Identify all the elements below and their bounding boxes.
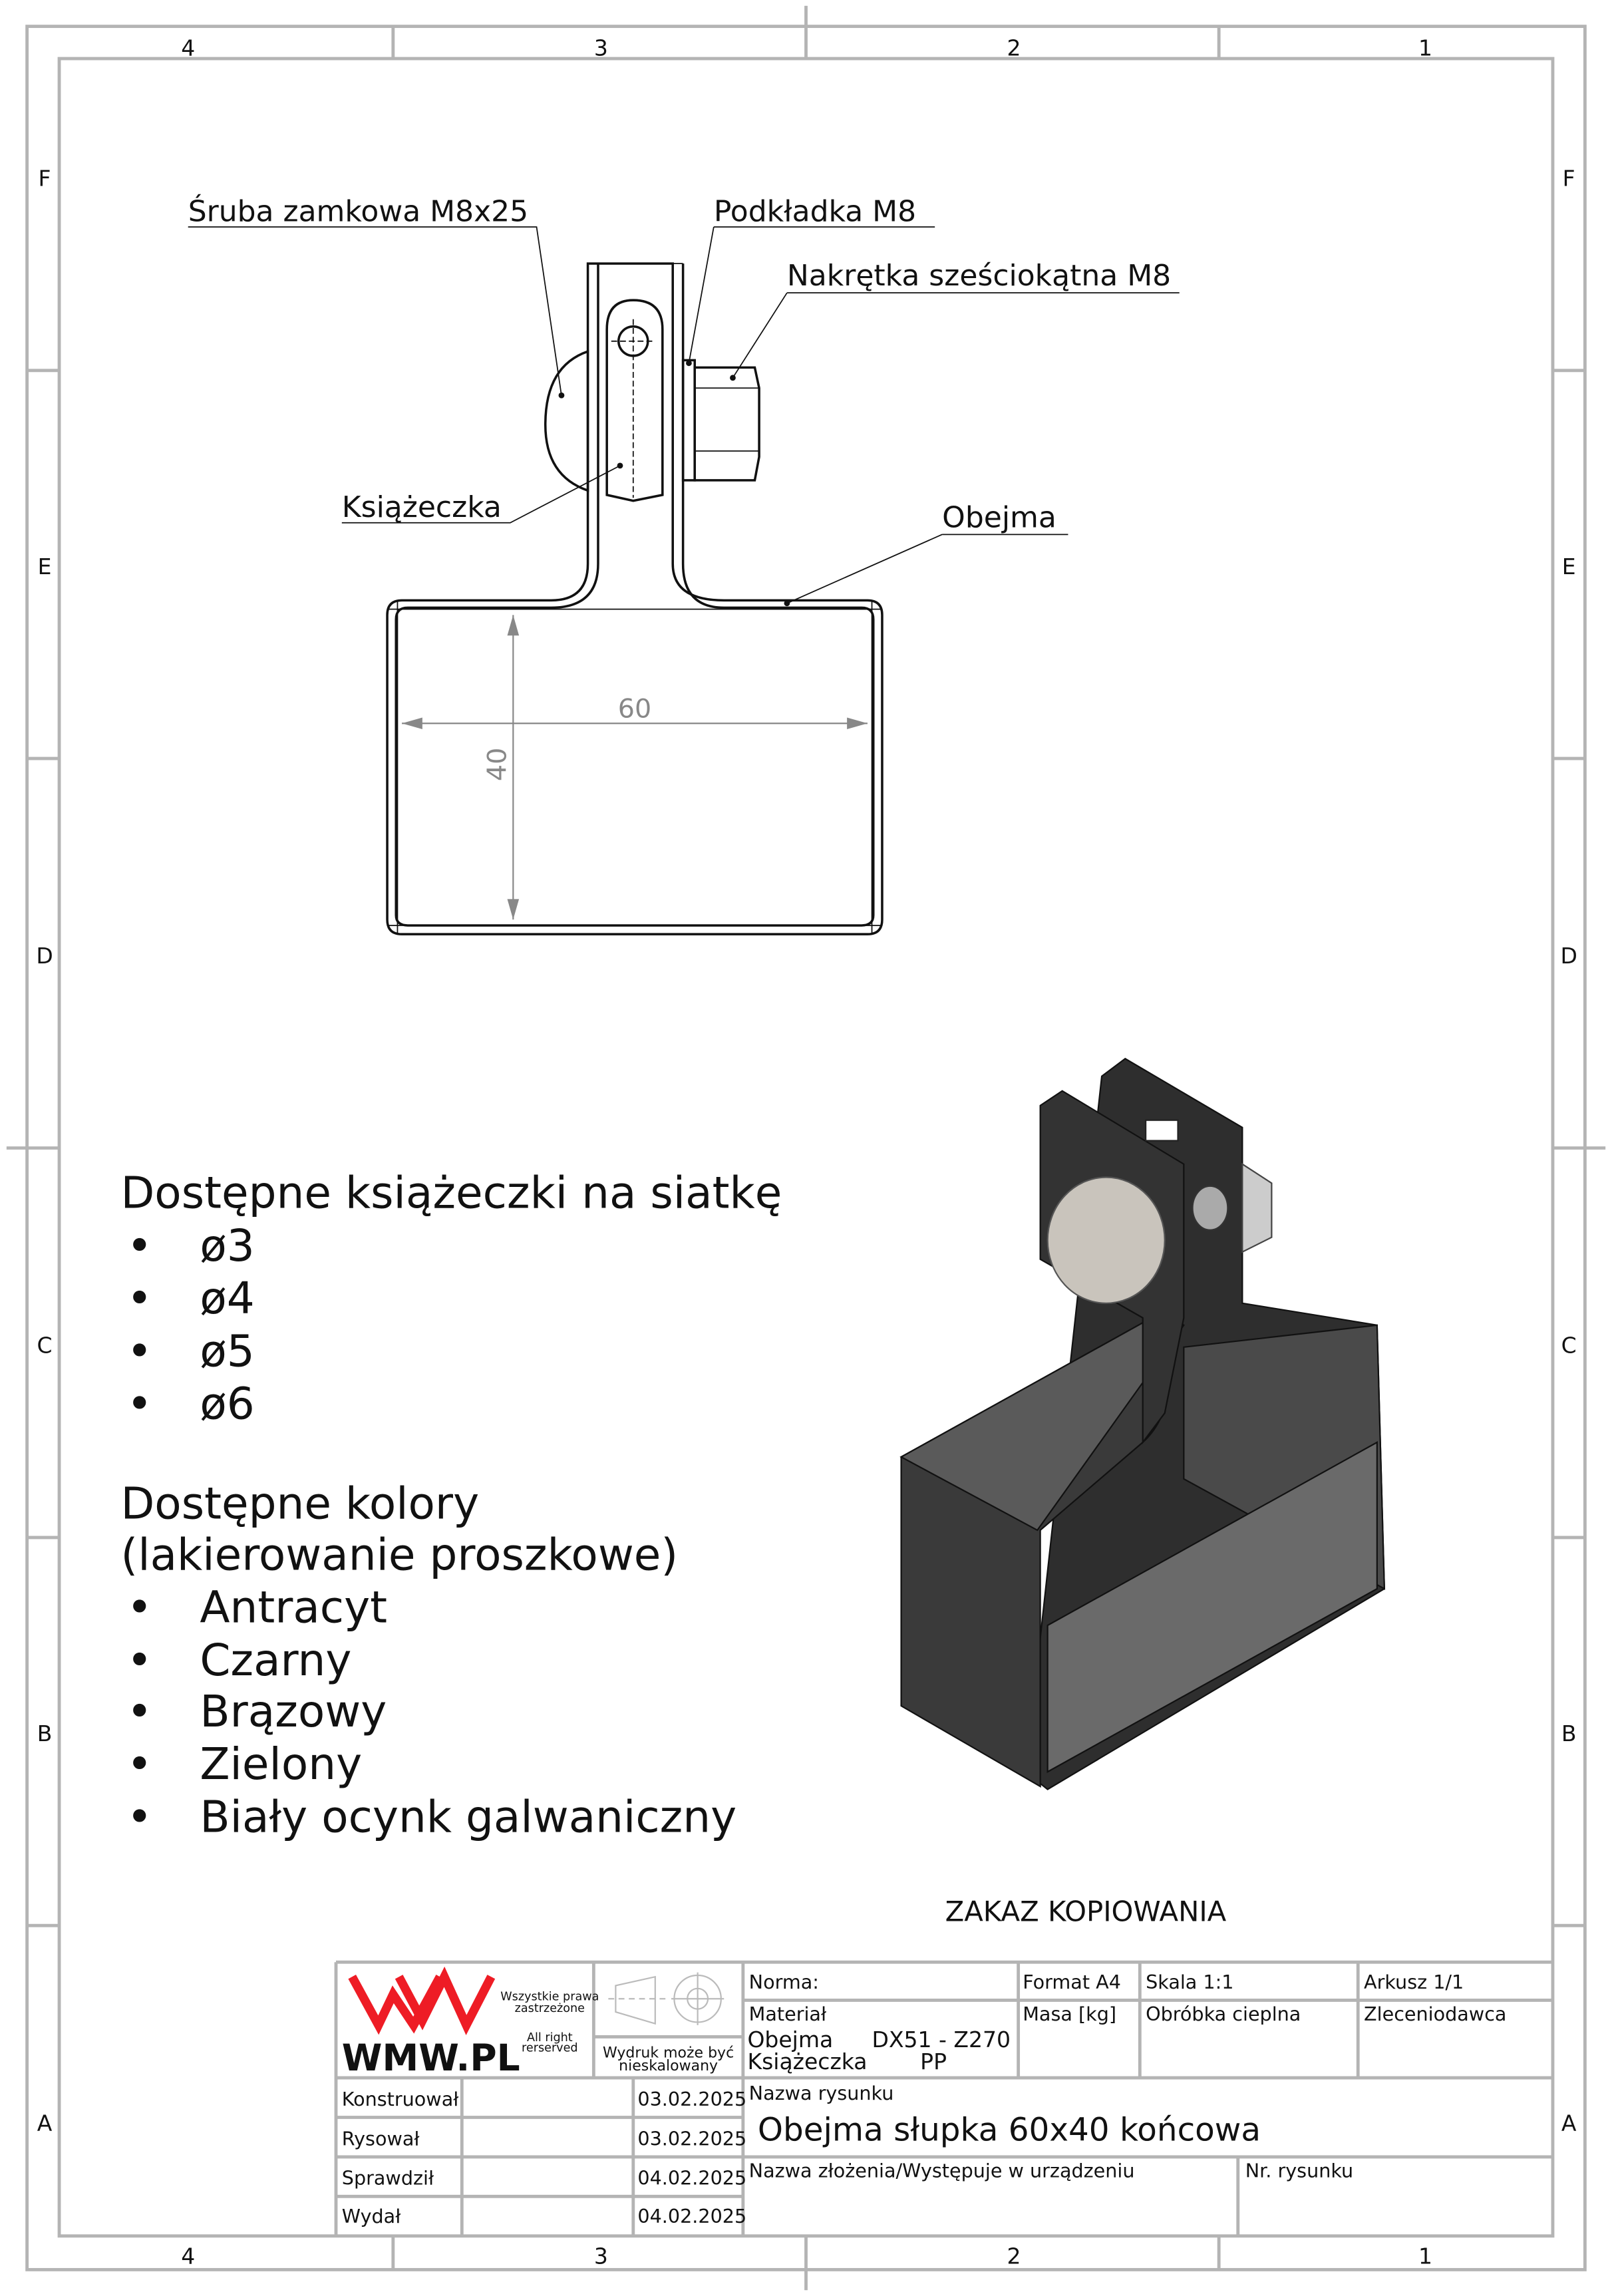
row-label: A xyxy=(37,2110,53,2136)
title-block: WMW.PL Wszystkie prawa zastrzeżone All r… xyxy=(334,1960,1553,2236)
row-label: A xyxy=(1561,2110,1577,2136)
booklet-size: ø6 xyxy=(200,1379,254,1430)
column-label: 4 xyxy=(181,35,195,61)
color-option: Czarny xyxy=(200,1635,351,1686)
bullet: • xyxy=(126,1686,152,1737)
column-label: 1 xyxy=(1418,2243,1432,2269)
mass-label: Masa [kg] xyxy=(1023,2003,1116,2025)
row-label: B xyxy=(37,1721,53,1746)
role-label: Konstruował xyxy=(342,2088,459,2110)
color-option: Biały ocynk galwaniczny xyxy=(200,1791,736,1842)
column-label: 3 xyxy=(594,2243,608,2269)
colors-title: Dostępne kolory xyxy=(120,1478,479,1529)
row-label: F xyxy=(39,166,51,192)
role-date: 04.02.2025 xyxy=(637,2205,746,2227)
row-label: C xyxy=(37,1333,53,1359)
front-view: 60 40 Śruba zamkowa M8x25 Podkładka M8 N… xyxy=(188,193,1180,935)
dimension-height: 40 xyxy=(482,748,512,781)
assembly-label: Nazwa złożenia/Występuje w urządzeniu xyxy=(749,2160,1135,2182)
company-logo: WMW.PL Wszystkie prawa zastrzeżone All r… xyxy=(342,1966,599,2079)
sheet-number: Arkusz 1/1 xyxy=(1364,1971,1464,1993)
print-note: Wydruk może być xyxy=(603,2045,734,2061)
drawing-number-label: Nr. rysunku xyxy=(1245,2160,1353,2182)
client-label: Zleceniodawca xyxy=(1364,2003,1506,2025)
row-label: D xyxy=(36,943,53,969)
callout-clamp: Obejma xyxy=(942,500,1056,534)
callout-nut: Nakrętka sześciokątna M8 xyxy=(787,259,1171,293)
heat-treatment-label: Obróbka cieplna xyxy=(1146,2003,1301,2025)
scale: Skala 1:1 xyxy=(1146,1971,1233,1993)
bullet: • xyxy=(126,1273,152,1324)
column-label: 3 xyxy=(594,35,608,61)
row-label: B xyxy=(1561,1721,1577,1746)
row-label: E xyxy=(1562,554,1576,579)
logo-text: WMW.PL xyxy=(342,2037,520,2079)
rights-text: zastrzeżone xyxy=(515,2002,585,2015)
projection-symbol-icon xyxy=(608,1972,725,2025)
booklet-size: ø4 xyxy=(200,1273,254,1324)
row-label: F xyxy=(1563,166,1575,192)
material-value: DX51 - Z270 xyxy=(872,2027,1011,2052)
color-option: Brązowy xyxy=(200,1686,387,1737)
bullet: • xyxy=(126,1738,152,1790)
row-label: C xyxy=(1561,1333,1577,1359)
callout-washer: Podkładka M8 xyxy=(714,194,916,228)
isometric-render xyxy=(899,1057,1386,1790)
format: Format A4 xyxy=(1023,1971,1121,1993)
bullet: • xyxy=(126,1635,152,1686)
booklet-size: ø5 xyxy=(200,1325,254,1377)
rights-text: rerserved xyxy=(522,2041,578,2054)
booklets-title: Dostępne książeczki na siatkę xyxy=(120,1168,782,1219)
drawing-frame xyxy=(6,5,1606,2291)
bullet: • xyxy=(126,1220,152,1271)
notes: Dostępne książeczki na siatkę • ø3 • ø4 … xyxy=(120,1168,782,1843)
row-label: E xyxy=(38,554,52,579)
material-label: Materiał xyxy=(749,2003,827,2025)
bullet: • xyxy=(126,1791,152,1842)
material-part: Obejma xyxy=(747,2027,833,2052)
drawing-name: Obejma słupka 60x40 końcowa xyxy=(758,2112,1261,2149)
role-date: 03.02.2025 xyxy=(637,2127,746,2150)
callout-bolt: Śruba zamkowa M8x25 xyxy=(188,193,528,228)
rights-text: All right xyxy=(527,2031,573,2045)
bullet: • xyxy=(126,1325,152,1377)
column-label: 2 xyxy=(1007,2243,1021,2269)
column-label: 2 xyxy=(1007,35,1021,61)
color-option: Zielony xyxy=(200,1738,362,1790)
drawing-name-label: Nazwa rysunku xyxy=(749,2082,894,2104)
row-label: D xyxy=(1560,943,1577,969)
callout-booklet: Książeczka xyxy=(342,490,502,524)
column-label: 1 xyxy=(1418,35,1432,61)
copy-notice: ZAKAZ KOPIOWANIA xyxy=(945,1895,1227,1928)
bullet: • xyxy=(126,1379,152,1430)
zone-labels: 4 3 2 1 4 3 2 1 F E D C B A F E D C B A xyxy=(36,35,1577,2269)
role-date: 04.02.2025 xyxy=(637,2167,746,2190)
role-label: Wydał xyxy=(342,2205,401,2227)
material-part: Książeczka xyxy=(747,2049,867,2074)
role-label: Rysował xyxy=(342,2127,420,2150)
norma-label: Norma: xyxy=(749,1971,819,1993)
role-label: Sprawdził xyxy=(342,2167,434,2190)
booklet-size: ø3 xyxy=(200,1220,254,1271)
material-value: PP xyxy=(920,2049,947,2074)
bullet: • xyxy=(126,1582,152,1633)
role-date: 03.02.2025 xyxy=(637,2088,746,2110)
dimension-width: 60 xyxy=(618,693,651,724)
column-label: 4 xyxy=(181,2243,195,2269)
print-note: nieskalowany xyxy=(619,2058,718,2074)
colors-subtitle: (lakierowanie proszkowe) xyxy=(120,1529,678,1580)
color-option: Antracyt xyxy=(200,1582,387,1633)
rights-text: Wszystkie prawa xyxy=(500,1990,599,2003)
